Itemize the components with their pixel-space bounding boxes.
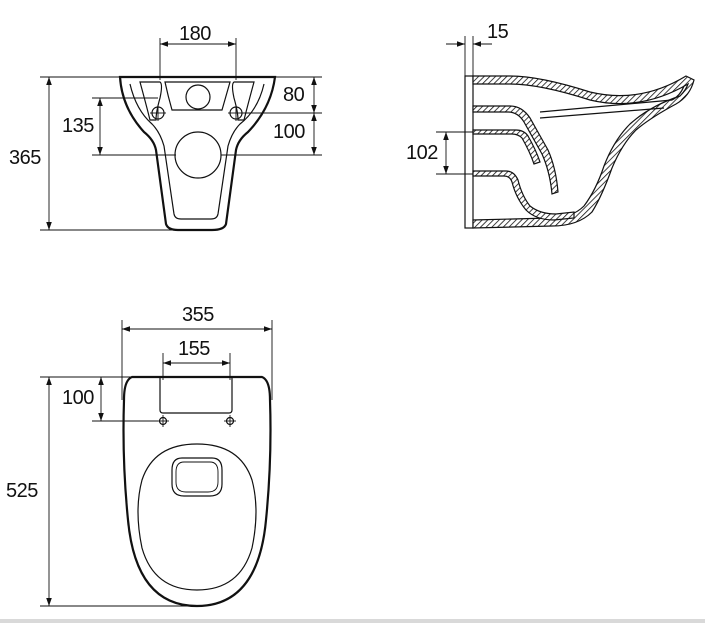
dim-side-outlet: 102 <box>406 131 473 175</box>
dim-front-width-label: 180 <box>179 23 211 45</box>
front-left-bracket <box>139 81 163 121</box>
dim-front-mount: 135 <box>62 97 176 156</box>
side-outlet-pipe <box>472 170 575 221</box>
front-outer-body <box>118 75 277 232</box>
dim-front-outlet-label: 100 <box>273 121 305 143</box>
side-inlet-pipe <box>472 105 559 195</box>
dim-front-inlet-label: 80 <box>283 84 305 106</box>
dim-front-height: 365 <box>9 76 180 231</box>
dim-front-height-label: 365 <box>9 147 41 169</box>
dim-front-width: 180 <box>159 23 237 80</box>
dim-top-length-label: 525 <box>6 480 38 502</box>
front-inner-body <box>129 83 265 220</box>
dim-top-width-label: 355 <box>182 304 214 326</box>
dim-top-mount-depth-label: 100 <box>62 387 94 409</box>
side-wall-flange <box>464 75 474 229</box>
top-drain-opening <box>171 457 223 497</box>
side-outer-shell <box>472 75 695 229</box>
top-inner-bowl <box>137 443 257 591</box>
side-rim-lower <box>539 107 665 119</box>
dim-top-length: 525 <box>6 377 197 607</box>
top-view: 355 155 100 525 <box>6 304 273 608</box>
dim-side-outlet-label: 102 <box>406 142 438 164</box>
front-view: 180 365 135 80 100 <box>9 23 322 232</box>
dim-front-inlet: 80 <box>242 76 322 114</box>
front-center-recess <box>164 81 231 111</box>
front-outlet-circle <box>174 131 222 179</box>
front-right-bracket <box>231 81 255 121</box>
top-outer-bowl <box>122 375 272 608</box>
dim-front-outlet: 100 <box>221 113 322 156</box>
dim-top-mount-spacing-label: 155 <box>178 338 210 360</box>
dim-top-width: 355 <box>121 304 273 400</box>
dim-front-mount-label: 135 <box>62 115 94 137</box>
top-drain-inner <box>175 461 219 493</box>
dim-side-offset: 15 <box>446 21 509 76</box>
bottom-rule <box>0 619 705 623</box>
side-view: 15 102 <box>406 21 695 229</box>
dim-top-mount-depth: 100 <box>40 376 158 422</box>
dim-side-offset-label: 15 <box>487 21 509 43</box>
side-rim-line <box>539 85 685 113</box>
dim-top-mount-spacing: 155 <box>162 338 231 380</box>
top-rear-block <box>159 377 233 414</box>
side-middle-channel <box>472 129 541 165</box>
front-inlet-circle <box>185 84 211 110</box>
